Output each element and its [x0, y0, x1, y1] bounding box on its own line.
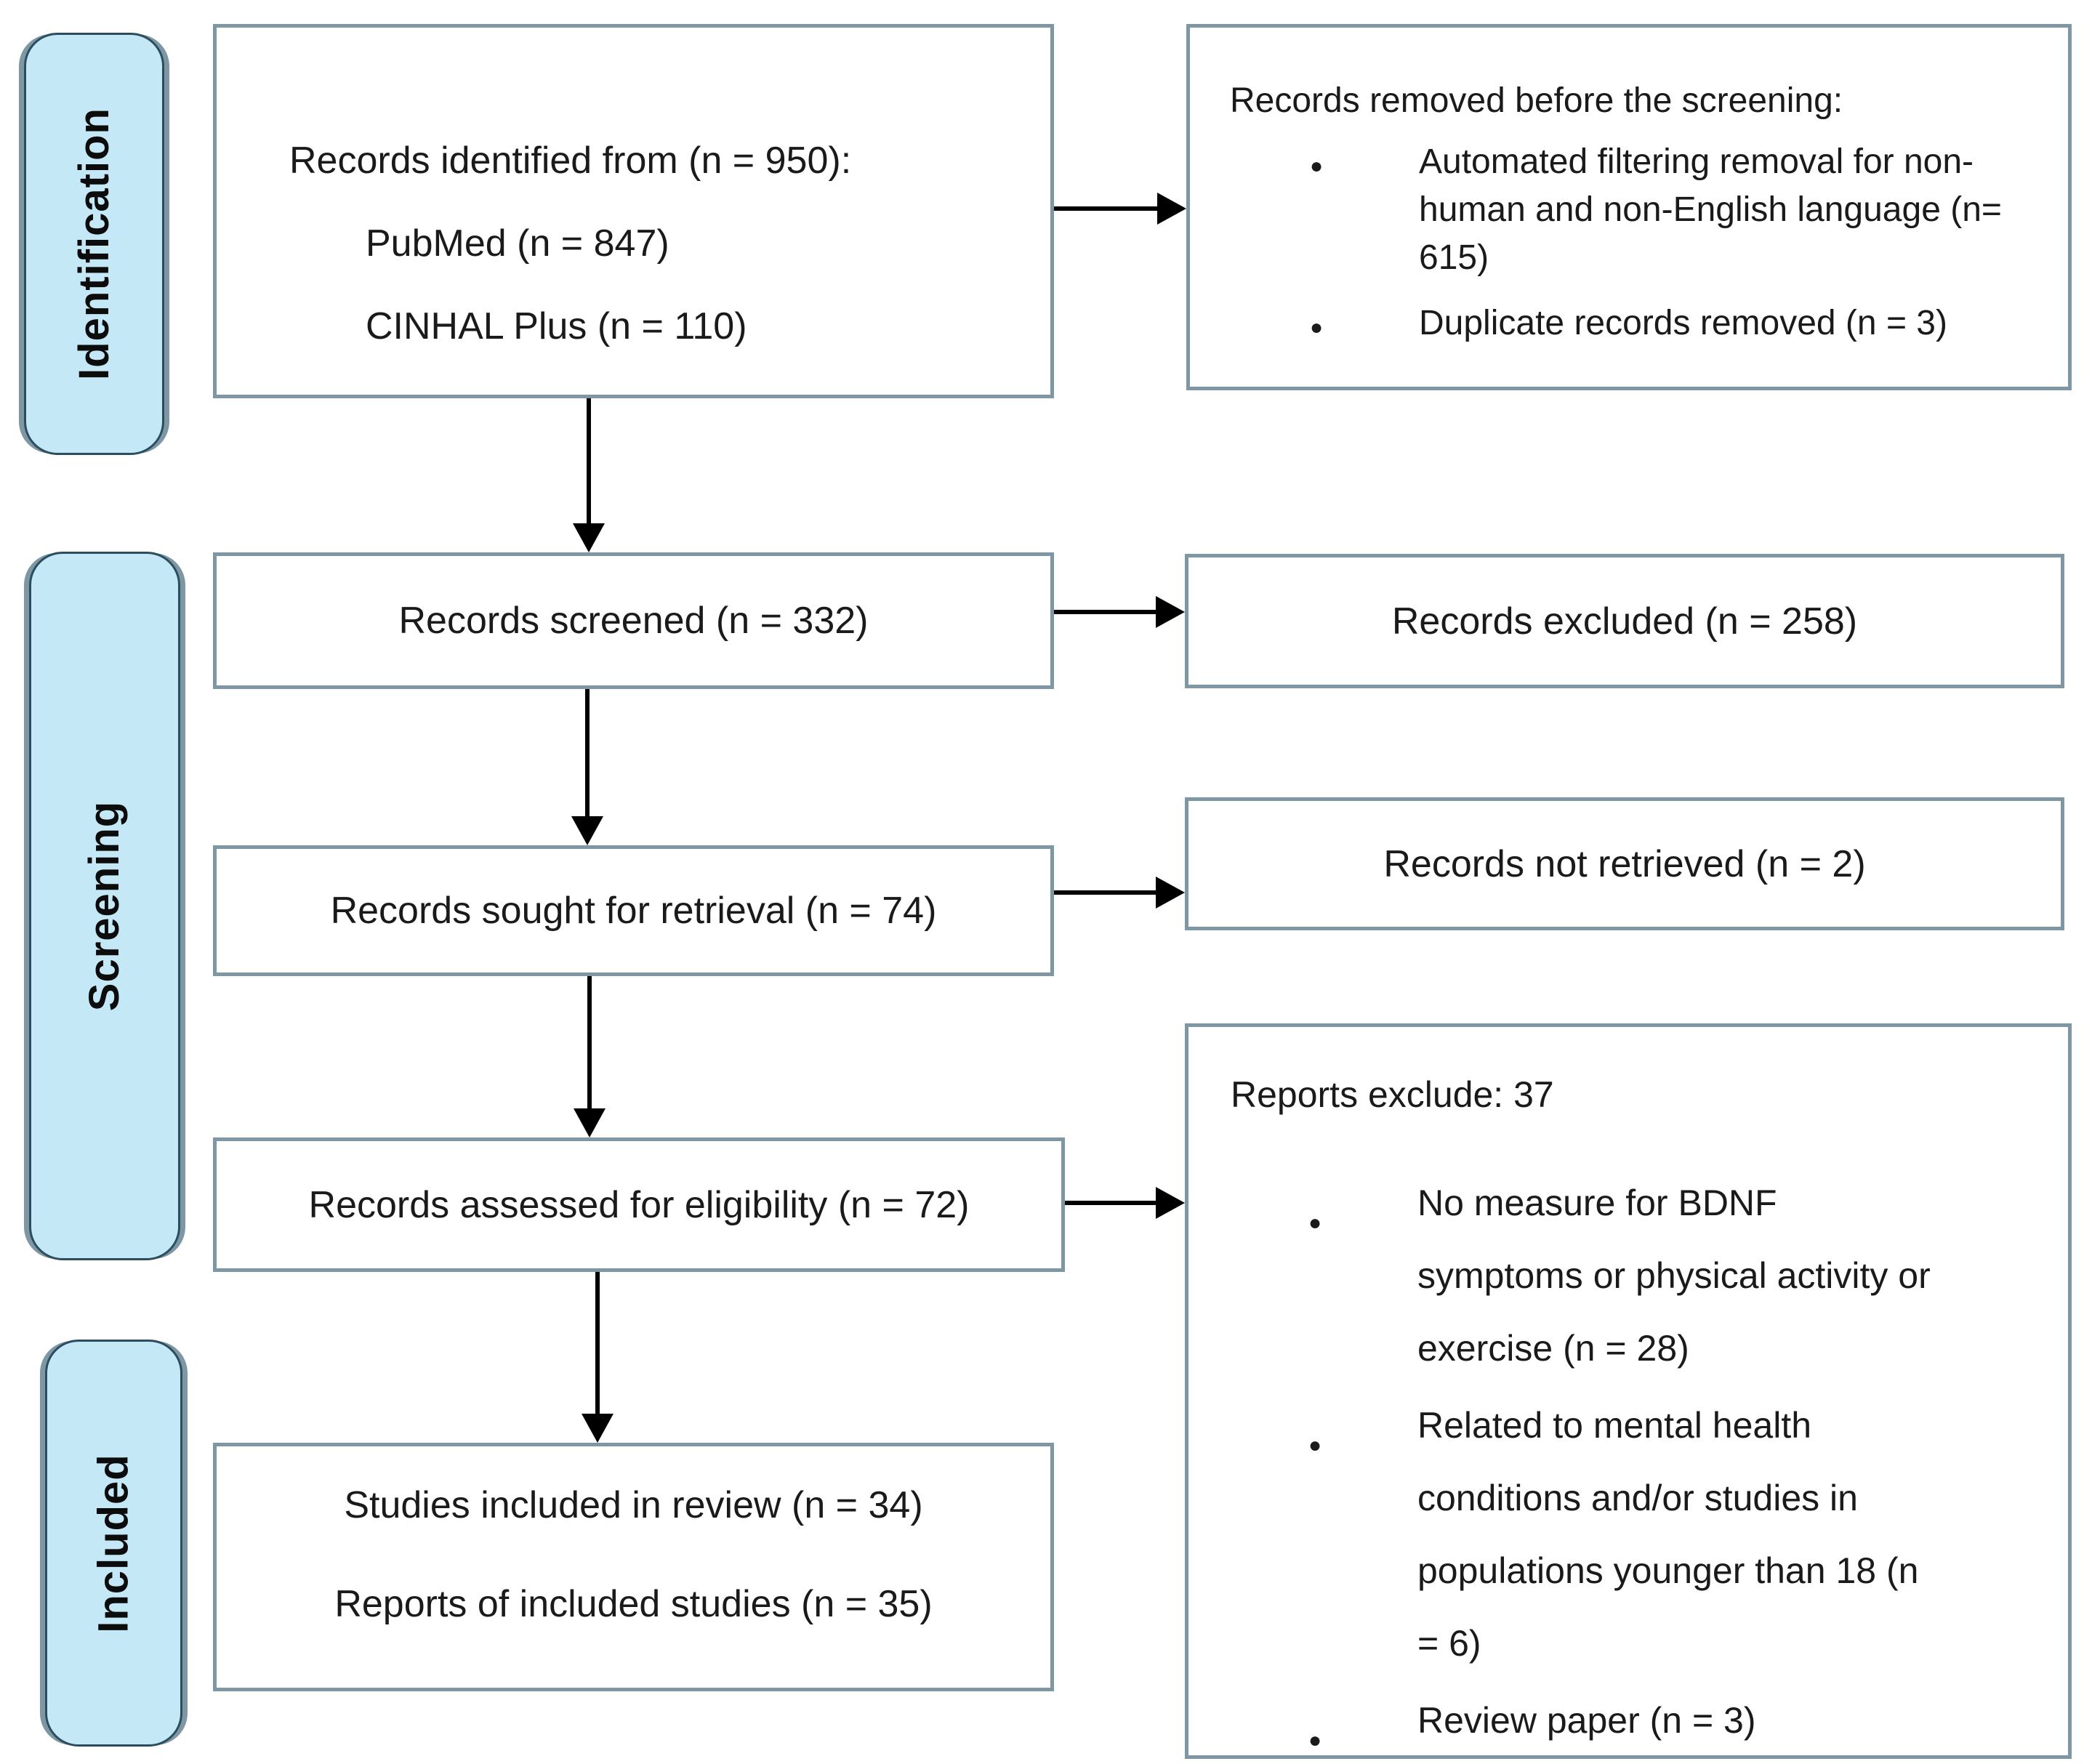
box-reports-excluded: Reports exclude: 37 No measure for BDNF …	[1185, 1023, 2072, 1764]
box-records-screened: Records screened (n = 332)	[213, 552, 1054, 689]
arrow-line	[1054, 610, 1157, 614]
stage-label-screening: Screening	[29, 552, 180, 1260]
box-records-assessed: Records assessed for eligibility (n = 72…	[213, 1137, 1065, 1272]
arrow-head-right-icon	[1156, 877, 1185, 909]
arrow-head-down-icon	[573, 523, 605, 552]
arrow-line	[1054, 890, 1157, 895]
reports-excluded-reason-mental-health: Related to mental health conditions and/…	[1308, 1389, 1948, 1680]
stage-label-screening-text: Screening	[81, 800, 129, 1012]
records-identified-source-pubmed: PubMed (n = 847)	[366, 222, 669, 265]
arrow-head-down-icon	[582, 1414, 613, 1443]
box-records-not-retrieved: Records not retrieved (n = 2)	[1185, 797, 2064, 930]
studies-included-line: Studies included in review (n = 34)	[344, 1484, 923, 1526]
box-records-removed: Records removed before the screening: Au…	[1186, 24, 2072, 390]
reports-excluded-reason-no-measure: No measure for BDNF symptoms or physical…	[1308, 1167, 1948, 1385]
records-assessed-label: Records assessed for eligibility (n = 72…	[308, 1183, 970, 1226]
records-identified-source-cinhal: CINHAL Plus (n = 110)	[366, 305, 747, 347]
records-sought-label: Records sought for retrieval (n = 74)	[330, 890, 937, 932]
reports-included-line: Reports of included studies (n = 35)	[334, 1583, 933, 1625]
arrow-head-right-icon	[1157, 193, 1186, 225]
arrow-line	[1065, 1201, 1157, 1205]
arrow-head-down-icon	[574, 1108, 606, 1137]
arrow-head-right-icon	[1156, 596, 1185, 628]
reports-excluded-reason-review-paper: Review paper (n = 3)	[1308, 1684, 1948, 1764]
arrow-line	[595, 1272, 600, 1415]
stage-label-included-text: Included	[90, 1453, 137, 1633]
box-records-sought: Records sought for retrieval (n = 74)	[213, 845, 1054, 976]
records-removed-title: Records removed before the screening:	[1230, 81, 1843, 120]
records-identified-title: Records identified from (n = 950):	[289, 140, 852, 182]
box-records-identified: Records identified from (n = 950): PubMe…	[213, 24, 1054, 398]
reports-excluded-list: No measure for BDNF symptoms or physical…	[1188, 1167, 2068, 1764]
records-not-retrieved-label: Records not retrieved (n = 2)	[1383, 842, 1866, 885]
arrow-head-down-icon	[571, 816, 603, 845]
records-removed-reason-automated: Automated filtering removal for non-huma…	[1310, 138, 2039, 282]
records-removed-reason-duplicates: Duplicate records removed (n = 3)	[1310, 299, 2039, 352]
stage-label-included: Included	[45, 1340, 182, 1747]
box-studies-included: Studies included in review (n = 34) Repo…	[213, 1443, 1054, 1691]
records-screened-label: Records screened (n = 332)	[398, 600, 869, 642]
records-excluded-label: Records excluded (n = 258)	[1391, 600, 1858, 643]
stage-label-identification: Identification	[24, 33, 164, 455]
arrow-line	[587, 976, 592, 1110]
reports-excluded-title: Reports exclude: 37	[1231, 1074, 1554, 1115]
arrow-line	[587, 398, 591, 525]
arrow-line	[1054, 206, 1159, 211]
arrow-line	[585, 689, 590, 818]
arrow-head-right-icon	[1156, 1187, 1185, 1219]
stage-label-identification-text: Identification	[71, 108, 118, 380]
records-removed-list: Automated filtering removal for non-huma…	[1190, 138, 2068, 352]
box-records-excluded: Records excluded (n = 258)	[1185, 554, 2064, 688]
